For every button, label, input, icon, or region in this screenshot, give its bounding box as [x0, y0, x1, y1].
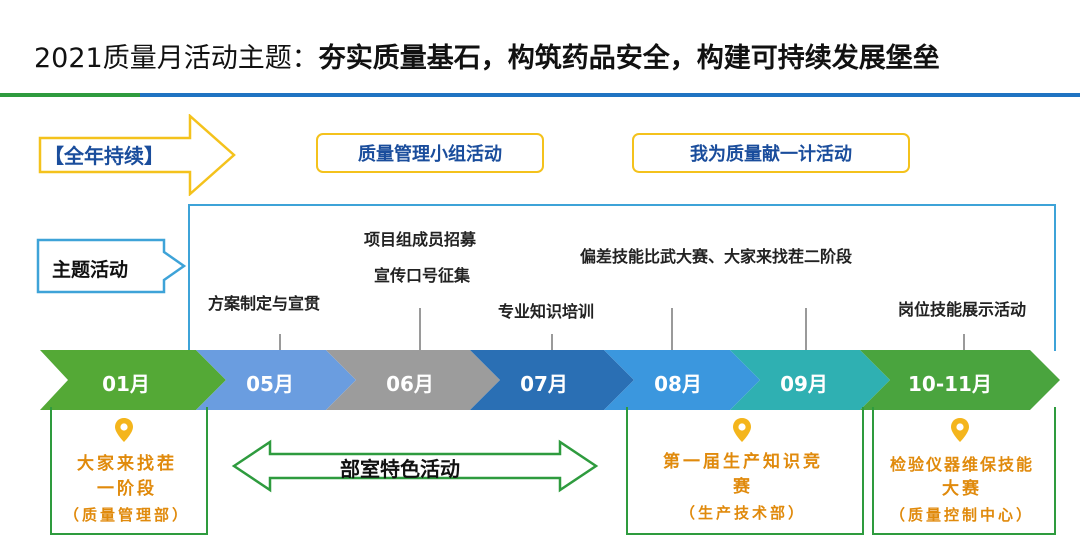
title-theme: 夯实质量基石，构筑药品安全，构建可持续发展堡垒: [318, 43, 940, 74]
suggestion-pill: 我为质量献一计活动: [632, 133, 910, 173]
box-find-fault: [50, 407, 208, 535]
production-contest-text: 第一届生产知识竞 赛 （生产技术部）: [628, 450, 858, 523]
chevron-01: [40, 350, 226, 410]
theme-activity-frame: [188, 204, 1056, 351]
month-08: 08月: [654, 372, 702, 396]
find-fault-line1: 大家来找茬: [77, 454, 177, 474]
month-07: 07月: [520, 372, 568, 396]
tick-training: [551, 334, 553, 352]
tick-contest-08: [671, 308, 673, 352]
theme-arrow-icon: [36, 238, 187, 294]
month-06: 06月: [386, 372, 434, 396]
title-rule-green: [0, 93, 140, 97]
chevron-10-11: [860, 350, 1060, 410]
month-05: 05月: [246, 372, 294, 396]
title-lead: 2021质量月活动主题：: [34, 43, 319, 74]
instrument-contest-line2: 大赛: [942, 479, 982, 499]
page-title: 2021质量月活动主题：夯实质量基石，构筑药品安全，构建可持续发展堡垒: [34, 36, 940, 75]
tick-plan: [279, 334, 281, 352]
label-contest: 偏差技能比武大赛、大家来找茬二阶段: [580, 247, 853, 266]
find-fault-text: 大家来找茬 一阶段 （质量管理部）: [52, 452, 202, 525]
double-arrow-icon: [231, 439, 599, 493]
box-instrument-contest: [872, 407, 1056, 535]
box-production-contest: [626, 407, 864, 535]
tick-contest-09: [805, 308, 807, 352]
location-pin-icon: [951, 418, 969, 442]
instrument-contest-dept: （质量控制中心）: [889, 506, 1034, 524]
chevron-09: [730, 350, 890, 410]
location-pin-icon: [733, 418, 751, 442]
production-contest-line1: 第一届生产知识竞: [663, 452, 823, 472]
label-showcase: 岗位技能展示活动: [898, 300, 1027, 319]
full-year-arrow-icon: [38, 114, 236, 196]
label-recruit: 项目组成员招募: [364, 230, 477, 249]
label-plan: 方案制定与宣贯: [208, 294, 321, 313]
chevron-05: [196, 350, 356, 410]
qc-group-pill: 质量管理小组活动: [316, 133, 544, 173]
chevron-07: [470, 350, 634, 410]
instrument-contest-text: 检验仪器维保技能 大赛 （质量控制中心）: [874, 452, 1050, 525]
full-year-label: 【全年持续】: [44, 144, 164, 168]
tick-recruit: [419, 308, 421, 352]
production-contest-line2: 赛: [733, 477, 753, 497]
tick-showcase: [963, 334, 965, 352]
dept-activity-label: 部室特色活动: [340, 457, 460, 481]
theme-activity-label: 主题活动: [52, 259, 129, 281]
month-09: 09月: [780, 372, 828, 396]
label-slogan: 宣传口号征集: [374, 266, 471, 285]
production-contest-dept: （生产技术部）: [679, 504, 806, 522]
month-01: 01月: [102, 372, 150, 396]
location-pin-icon: [115, 418, 133, 442]
chevron-06: [326, 350, 500, 410]
label-training: 专业知识培训: [498, 302, 595, 321]
month-10-11: 10-11月: [908, 372, 992, 396]
month-timeline: [40, 350, 1060, 410]
find-fault-dept: （质量管理部）: [63, 506, 190, 524]
instrument-contest-line1: 检验仪器维保技能: [889, 455, 1034, 474]
chevron-08: [604, 350, 760, 410]
title-rule-blue: [140, 93, 1080, 97]
find-fault-line2: 一阶段: [97, 479, 157, 499]
